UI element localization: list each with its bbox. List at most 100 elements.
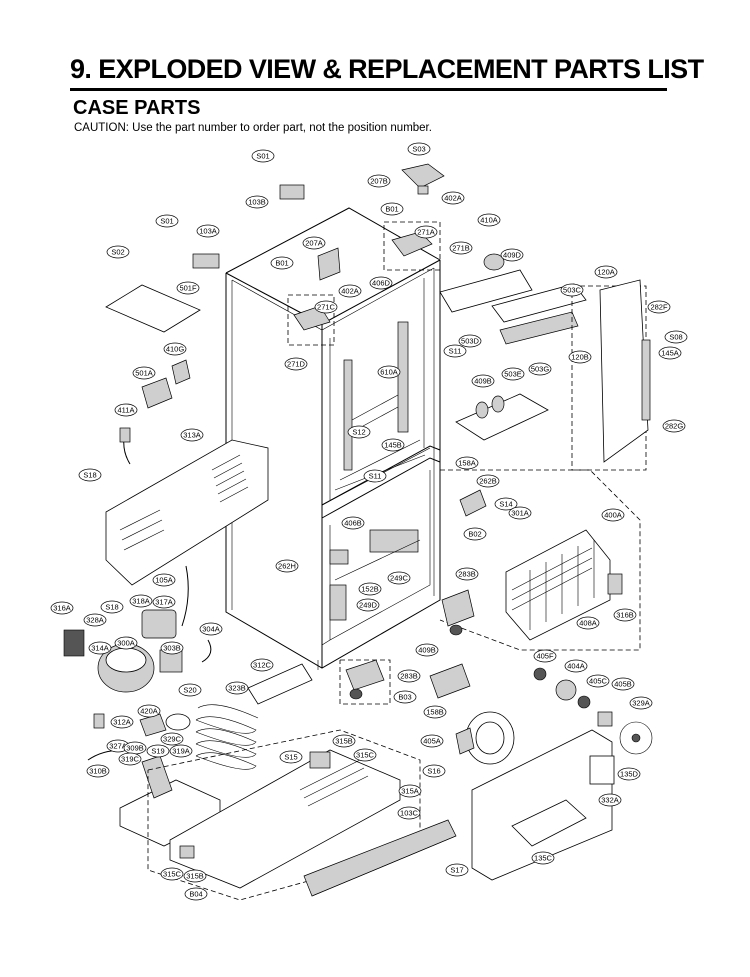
part-label-207a: 207A [302, 236, 326, 250]
part-label-text: B04 [189, 890, 202, 899]
part-label-bubble [423, 705, 447, 719]
part-label-120a: 120A [594, 265, 618, 279]
part-label-bubble [463, 527, 487, 541]
part-label-410a: 410A [477, 213, 501, 227]
part-label-s18: S18 [78, 468, 102, 482]
part-label-410g: 410G [163, 342, 187, 356]
part-label-400a: 400A [601, 508, 625, 522]
part-label-text: 316A [53, 604, 71, 613]
part-label-312a: 312A [110, 715, 134, 729]
part-label-text: 327A [109, 742, 127, 751]
part-label-text: S02 [111, 248, 124, 257]
part-label-text: 503D [461, 337, 480, 346]
part-label-text: 316B [616, 611, 634, 620]
part-label-249d: 249D [356, 598, 380, 612]
part-label-bubble [302, 236, 326, 250]
part-label-text: 103C [400, 809, 419, 818]
part-label-text: 309B [126, 744, 144, 753]
part-label-text: 411A [118, 406, 135, 415]
part-label-503e: 503E [501, 367, 525, 381]
section-title: CASE PARTS [73, 97, 201, 119]
part-label-text: 405A [423, 737, 441, 746]
part-label-bubble [100, 600, 124, 614]
part-label-text: 103B [248, 198, 266, 207]
part-label-323b: 323B [225, 681, 249, 695]
part-label-bubble [184, 887, 208, 901]
part-label-text: 120A [597, 268, 615, 277]
part-label-text: B01 [275, 259, 288, 268]
part-label-501a: 501A [132, 366, 156, 380]
part-label-314a: 314A [88, 641, 112, 655]
part-label-282f: 282F [647, 300, 671, 314]
part-label-text: 410A [480, 216, 498, 225]
part-label-405f: 405F [533, 649, 557, 663]
part-label-405b: 405B [611, 677, 635, 691]
part-label-text: 409B [474, 377, 492, 386]
part-label-text: 405C [589, 677, 608, 686]
part-label-bubble [380, 202, 404, 216]
part-label-bubble [106, 245, 130, 259]
part-label-120b: 120B [568, 350, 592, 364]
part-label-301a: 301A [508, 506, 532, 520]
part-label-bubble [176, 281, 200, 295]
part-label-bubble [393, 690, 417, 704]
part-label-text: B02 [468, 530, 481, 539]
part-label-bubble [598, 793, 622, 807]
part-label-text: 158B [426, 708, 444, 717]
part-label-text: 103A [199, 227, 217, 236]
part-label-text: 207A [305, 239, 323, 248]
part-label-bubble [152, 573, 176, 587]
part-label-262h: 262H [275, 559, 299, 573]
part-label-bubble [494, 497, 518, 511]
part-label-bubble [455, 567, 479, 581]
part-label-s15: S15 [279, 750, 303, 764]
part-label-text: S20 [183, 686, 196, 695]
page-title: 9. EXPLODED VIEW & REPLACEMENT PARTS LIS… [70, 54, 704, 84]
part-label-text: 135C [534, 854, 553, 863]
part-label-bubble [414, 225, 438, 239]
part-label-bubble [398, 784, 422, 798]
part-label-text: 207B [370, 177, 388, 186]
part-label-text: 420A [140, 707, 158, 716]
part-label-text: 313A [183, 431, 201, 440]
part-label-145a: 145A [658, 346, 682, 360]
part-label-312c: 312C [250, 658, 274, 672]
part-label-s19: S19 [146, 744, 170, 758]
part-label-bubble [163, 342, 187, 356]
part-label-bubble [420, 734, 444, 748]
part-label-text: 283B [458, 570, 476, 579]
part-label-bubble [114, 636, 138, 650]
part-label-text: 406D [372, 279, 391, 288]
part-label-text: 314A [91, 644, 109, 653]
part-label-405c: 405C [586, 674, 610, 688]
part-label-text: 315A [401, 787, 419, 796]
part-label-bubble [443, 344, 467, 358]
part-label-bubble [531, 851, 555, 865]
part-label-text: 405B [614, 680, 632, 689]
part-label-text: S08 [669, 333, 682, 342]
part-label-text: S14 [499, 500, 512, 509]
part-label-bubble [367, 174, 391, 188]
left-parts [105, 284, 269, 586]
part-label-text: 404A [567, 662, 585, 671]
part-label-bubble [458, 334, 482, 348]
part-label-s14: S14 [494, 497, 518, 511]
part-label-text: 317A [155, 598, 173, 607]
part-label-text: 145A [661, 349, 679, 358]
top-hinge-group [192, 163, 445, 346]
part-label-103b: 103B [245, 195, 269, 209]
part-label-text: B03 [398, 693, 411, 702]
part-label-bubble [477, 213, 501, 227]
part-label-bubble [178, 683, 202, 697]
part-label-bubble [50, 601, 74, 615]
part-label-409b: 409B [471, 374, 495, 388]
part-label-text: 329A [632, 699, 650, 708]
part-label-bubble [279, 750, 303, 764]
right-upper-parts [439, 253, 651, 471]
part-label-bubble [564, 659, 588, 673]
part-label-bubble [363, 469, 387, 483]
part-label-bubble [576, 616, 600, 630]
part-label-b03: B03 [393, 690, 417, 704]
part-label-text: S15 [284, 753, 297, 762]
part-label-text: 315B [186, 872, 204, 881]
